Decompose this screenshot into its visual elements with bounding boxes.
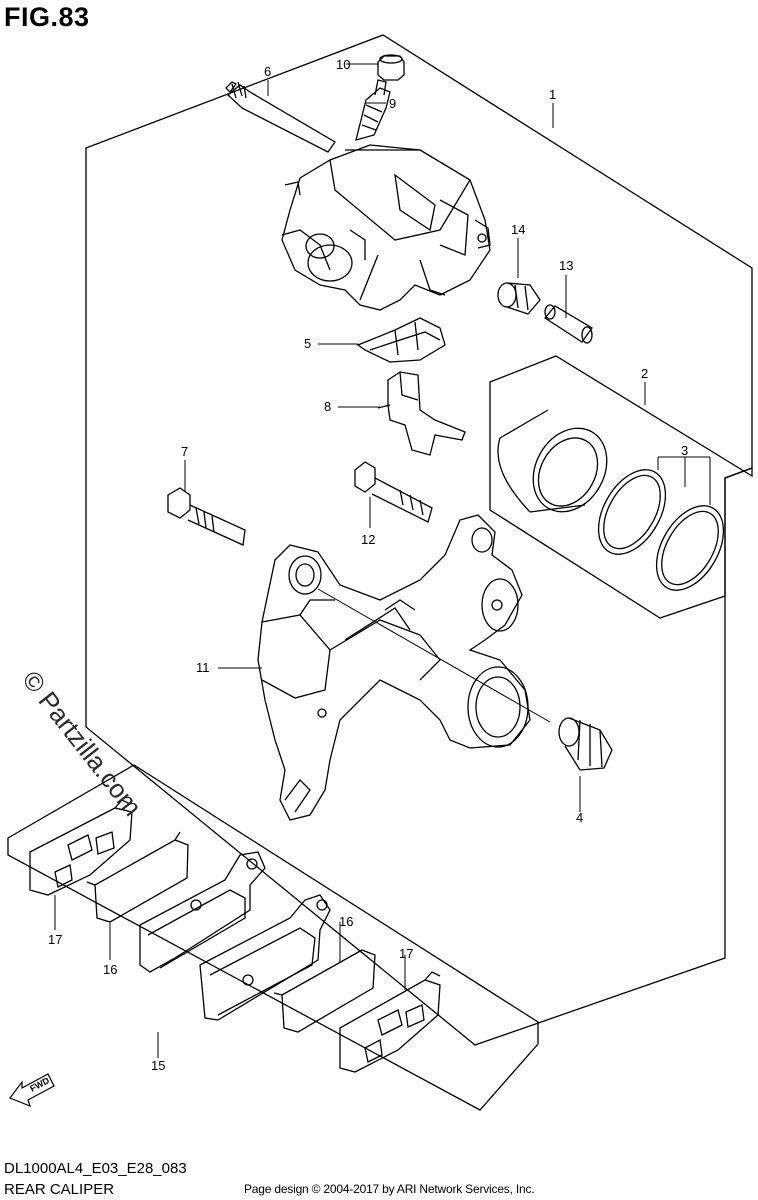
callout-4: 4 [576, 810, 583, 825]
bleeder-cap-10 [377, 54, 405, 81]
piston-seal-box [489, 355, 753, 619]
callout-15: 15 [151, 1058, 165, 1073]
sleeve-pin-6 [225, 81, 336, 153]
callout-9: 9 [389, 96, 396, 111]
callout-17b: 17 [399, 946, 413, 961]
callout-2: 2 [641, 366, 648, 381]
caliper-assembly-outline [85, 34, 753, 1046]
brake-pad-right [199, 894, 331, 1021]
callout-12: 12 [361, 532, 375, 547]
pad-retainer-8 [377, 371, 466, 456]
caliper-body [281, 144, 491, 311]
diagram-title: REAR CALIPER [4, 1181, 115, 1198]
callout-13: 13 [559, 258, 573, 273]
boot-4 [558, 717, 613, 771]
seals-3 [597, 469, 725, 591]
caliper-bracket-11 [257, 514, 531, 821]
bolt-12 [354, 461, 433, 523]
fwd-arrow-icon: FWD [9, 1073, 55, 1108]
model-code: DL1000AL4_E03_E28_083 [4, 1160, 187, 1177]
pad-shim-16-left [86, 831, 189, 923]
callout-14: 14 [511, 222, 525, 237]
callout-numbers: 1 2 3 4 5 6 7 8 9 10 11 12 13 14 15 16 1… [48, 57, 688, 1073]
brake-pad-box [7, 764, 539, 1111]
leader-lines [54, 63, 711, 1058]
figure-title: FIG.83 [4, 2, 90, 32]
callout-8: 8 [324, 399, 331, 414]
callout-3: 3 [681, 443, 688, 458]
callout-16b: 16 [339, 914, 353, 929]
piston-2 [497, 409, 608, 513]
pad-spring-5 [356, 317, 446, 363]
copyright-notice: Page design © 2004-2017 by ARI Network S… [244, 1182, 535, 1196]
callout-17: 17 [48, 932, 62, 947]
pad-shim-17-right [339, 971, 441, 1073]
callout-6: 6 [264, 64, 271, 79]
bolt-7 [167, 487, 246, 546]
callout-11: 11 [196, 660, 210, 675]
brake-pad-left [139, 851, 266, 973]
boot-14 [497, 282, 541, 315]
callout-5: 5 [304, 336, 311, 351]
callout-16: 16 [103, 962, 117, 977]
pad-shim-16-right [273, 949, 376, 1033]
callout-1: 1 [549, 87, 556, 102]
sleeve-13 [544, 304, 593, 344]
bleeder-valve-9 [355, 79, 391, 141]
callout-7: 7 [181, 444, 188, 459]
callout-10: 10 [336, 57, 350, 72]
pad-shim-17-left [29, 799, 133, 896]
assembly-axis-line [317, 588, 551, 723]
